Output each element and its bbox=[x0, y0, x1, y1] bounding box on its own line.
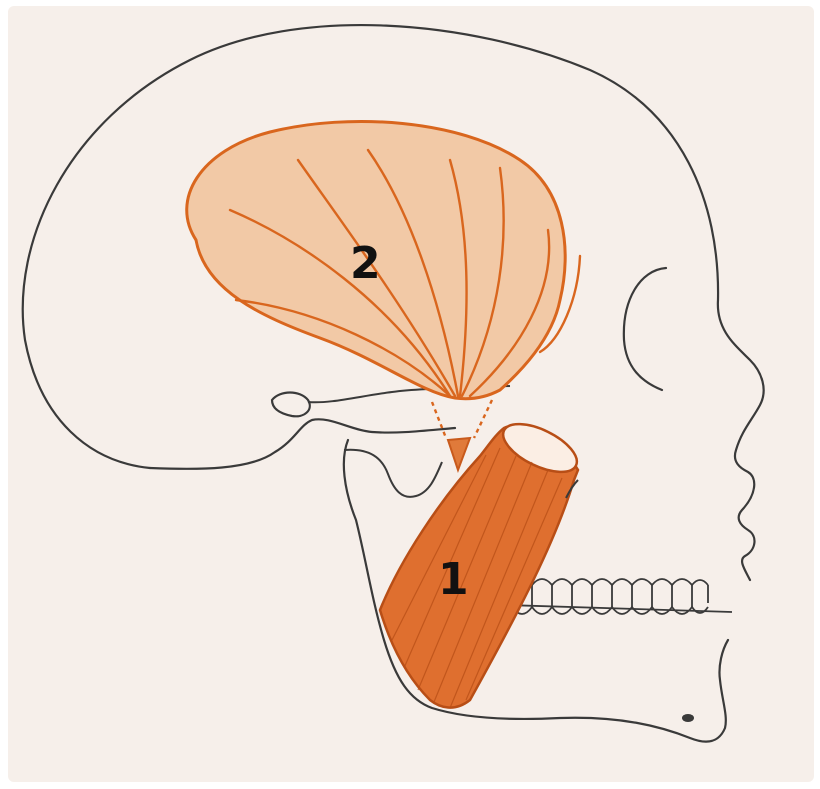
mastoid-process bbox=[272, 393, 310, 417]
label-temporalis: 2 bbox=[350, 242, 381, 286]
masseter-muscle bbox=[380, 414, 584, 708]
temporalis-muscle bbox=[187, 121, 580, 470]
mental-foramen bbox=[682, 714, 694, 722]
label-masseter: 1 bbox=[438, 558, 469, 602]
coronoid-notch bbox=[344, 450, 442, 497]
upper-teeth bbox=[506, 579, 732, 612]
zygomatic-arch bbox=[150, 419, 455, 469]
temporalis-tendon-dashes bbox=[432, 400, 492, 438]
eye-orbit bbox=[624, 268, 666, 390]
temporalis-tendon bbox=[448, 438, 470, 470]
